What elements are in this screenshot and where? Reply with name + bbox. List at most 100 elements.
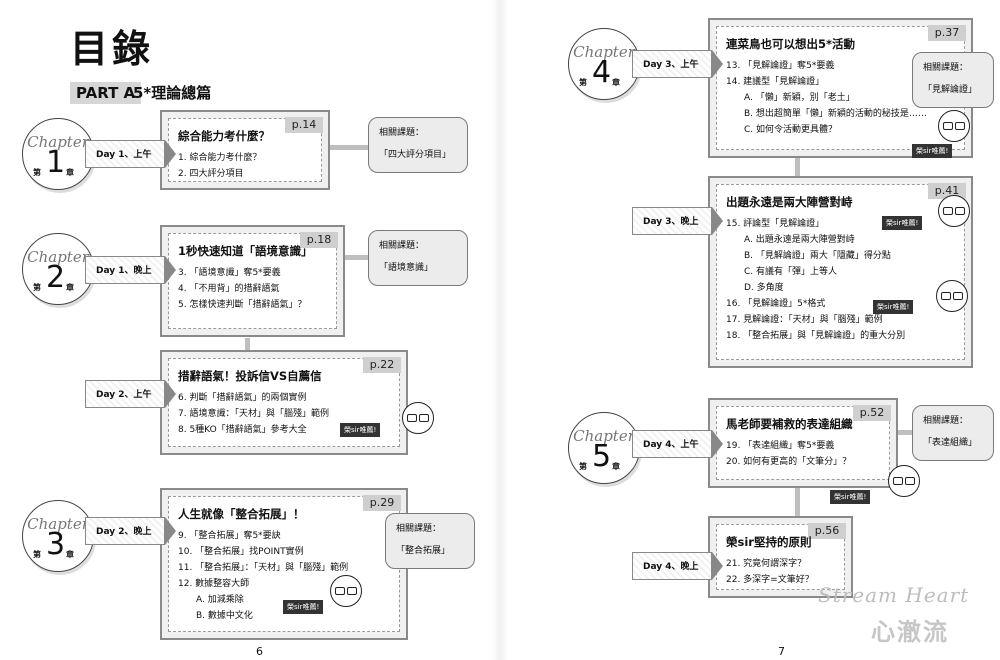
toc-card-4[interactable]: p.29 人生就像「整合拓展」！ 9. 「整合拓展」奪5*要訣 10. 「整合拓… (160, 488, 408, 640)
list-item: 11. 「整合拓展」：「天材」與「腦殘」範例 (178, 563, 349, 573)
connector-line (795, 488, 800, 516)
toc-card-1[interactable]: p.14 綜合能力考什麼？ 1. 綜合能力考什麼？ 2. 四大評分項目 (160, 110, 330, 190)
list-item: 16. 「見解論證」5*格式 (726, 299, 826, 309)
list-item: 12. 數據整容大師 (178, 579, 250, 589)
toc-card-8[interactable]: p.56 榮sir堅持的原則 21. 究竟何謂深字？ 22. 多深字=文筆好？ (708, 516, 853, 598)
related-topic-box[interactable]: 相關課題： 「語境意識」 (368, 230, 468, 286)
connector-line (795, 158, 800, 176)
card-item-list: 9. 「整合拓展」奪5*要訣 10. 「整合拓展」找POINT實例 11. 「整… (178, 528, 348, 624)
related-topic: 「整合拓展」 (396, 546, 451, 556)
teacher-recommend-badge: 榮sir唯薦! (873, 300, 914, 314)
chapter-word: Chapter (573, 427, 635, 445)
teacher-face-icon (888, 465, 920, 497)
card-page-number: p.56 (808, 523, 846, 539)
related-topic: 「四大評分項目」 (379, 150, 452, 160)
toc-card-3[interactable]: p.22 措辭語氣！投訴信VS自薦信 6. 判斷「措辭語氣」的兩個實例 7. 語… (160, 350, 408, 455)
teacher-face-icon (936, 280, 968, 312)
list-item: 19. 「表達組織」奪5*要義 (726, 441, 835, 451)
day-ribbon: Day 3、晚上 (632, 207, 723, 235)
chapter-3-badge: Chapter 3 第 章 (22, 500, 94, 572)
chapter-zhang: 章 (66, 283, 74, 292)
list-subitem: B. 數據中文化 (196, 611, 253, 621)
card-page-number: p.14 (285, 117, 323, 133)
list-subitem: C. 有議有「彈」上等人 (744, 267, 838, 277)
related-topic: 「見解論證」 (923, 85, 978, 95)
card-title: 人生就像「整合拓展」！ (178, 507, 305, 521)
teacher-face-icon (402, 402, 434, 434)
related-label: 相關課題： (379, 241, 425, 251)
card-inner (716, 184, 965, 360)
chapter-zhang: 章 (66, 550, 74, 559)
teacher-face-icon (938, 110, 970, 142)
related-topic-box[interactable]: 相關課題： 「整合拓展」 (385, 513, 475, 569)
related-label: 相關課題： (396, 524, 442, 534)
list-subitem: A. 「懶」新穎，別「老土」 (744, 93, 855, 103)
list-item: 4. 「不用背」的措辭語氣 (178, 284, 280, 294)
card-page-number: p.29 (363, 495, 401, 511)
card-title: 措辭語氣！投訴信VS自薦信 (178, 369, 322, 383)
chapter-number: 1 (46, 145, 66, 180)
teacher-recommend-badge: 榮sir唯薦! (340, 423, 381, 437)
chapter-zhang: 章 (612, 78, 620, 87)
chapter-4-badge: Chapter 4 第 章 (568, 28, 640, 100)
chapter-5-badge: Chapter 5 第 章 (568, 412, 640, 484)
toc-card-2[interactable]: p.18 1秒快速知道「語境意識」 3. 「語境意識」奪5*要義 4. 「不用背… (160, 225, 345, 337)
toc-card-7[interactable]: p.52 馬老師要補救的表達組織 19. 「表達組織」奪5*要義 20. 如何有… (708, 398, 898, 488)
chapter-zhang: 章 (66, 168, 74, 177)
related-topic-box[interactable]: 相關課題： 「表達組織」 (912, 405, 994, 461)
list-subitem: D. 多角度 (744, 283, 784, 293)
related-topic-box[interactable]: 相關課題： 「四大評分項目」 (368, 117, 468, 173)
list-item: 15. 評論型「見解論證」 (726, 219, 825, 229)
card-page-number: p.52 (853, 405, 891, 421)
chapter-di: 第 (579, 78, 587, 87)
toc-card-6[interactable]: p.41 出題永遠是兩大陣營對峙 15. 評論型「見解論證」 A. 出題永遠是兩… (708, 176, 973, 368)
list-subitem: B. 想出超簡單「懶」新穎的活動的秘技是…… (744, 109, 927, 119)
related-topic-box[interactable]: 相關課題： 「見解論證」 (912, 52, 994, 108)
part-label: PART A (70, 82, 142, 104)
list-item: 20. 如何有更高的「文筆分」？ (726, 457, 852, 467)
list-item: 18. 「整合拓展」與「見解論證」的重大分別 (726, 331, 906, 341)
card-item-list: 3. 「語境意識」奪5*要義 4. 「不用背」的措辭語氣 5. 怎樣快速判斷「措… (178, 265, 306, 313)
card-title: 榮sir堅持的原則 (726, 535, 812, 549)
teacher-recommend-badge: 榮sir唯薦! (283, 600, 324, 614)
list-item: 2. 四大評分項目 (178, 169, 244, 179)
list-item: 22. 多深字=文筆好？ (726, 575, 814, 585)
day-ribbon: Day 1、上午 (85, 140, 176, 168)
list-item: 5. 怎樣快速判斷「措辭語氣」？ (178, 300, 307, 310)
chapter-di: 第 (579, 462, 587, 471)
chapter-number: 5 (592, 439, 612, 474)
day-ribbon: Day 4、上午 (632, 430, 723, 458)
card-item-list: 6. 判斷「措辭語氣」的兩個實例 7. 語境意識：「天材」與「腦殘」範例 8. … (178, 390, 329, 438)
chapter-word: Chapter (573, 43, 635, 61)
list-item: 21. 究竟何謂深字？ (726, 559, 807, 569)
list-item: 7. 語境意識：「天材」與「腦殘」範例 (178, 409, 329, 419)
related-label: 相關課題： (923, 416, 969, 426)
chapter-di: 第 (33, 168, 41, 177)
watermark-logo: 心澈流 (871, 618, 949, 646)
list-item: 10. 「整合拓展」找POINT實例 (178, 547, 304, 557)
chapter-word: Chapter (27, 248, 89, 266)
list-item: 6. 判斷「措辭語氣」的兩個實例 (178, 393, 307, 403)
list-item: 17. 見解論證：「天材」與「腦殘」範例 (726, 315, 883, 325)
page-number-right: 7 (778, 645, 785, 658)
day-ribbon: Day 4、晚上 (632, 552, 723, 580)
chapter-number: 4 (592, 55, 612, 90)
watermark-script: Stream Heart (818, 583, 970, 607)
list-item: 8. 5種KO「措辭語氣」參考大全 (178, 425, 307, 435)
connector-line (325, 145, 370, 150)
list-item: 1. 綜合能力考什麼？ (178, 153, 262, 163)
teacher-recommend-badge: 榮sir唯薦! (912, 144, 953, 158)
day-ribbon: Day 1、晚上 (85, 256, 176, 284)
chapter-number: 3 (46, 527, 66, 562)
related-topic: 「表達組織」 (923, 438, 978, 448)
teacher-face-icon (330, 575, 362, 607)
connector-line (325, 255, 370, 260)
list-item: 14. 建議型「見解論證」 (726, 77, 825, 87)
card-item-list: 1. 綜合能力考什麼？ 2. 四大評分項目 (178, 150, 261, 182)
teacher-recommend-badge: 榮sir唯薦! (882, 216, 923, 230)
day-ribbon: Day 3、上午 (632, 50, 723, 78)
teacher-recommend-badge: 榮sir唯薦! (830, 490, 871, 504)
related-topic: 「語境意識」 (379, 263, 434, 273)
card-inner (168, 233, 337, 329)
card-page-number: p.37 (928, 25, 966, 41)
